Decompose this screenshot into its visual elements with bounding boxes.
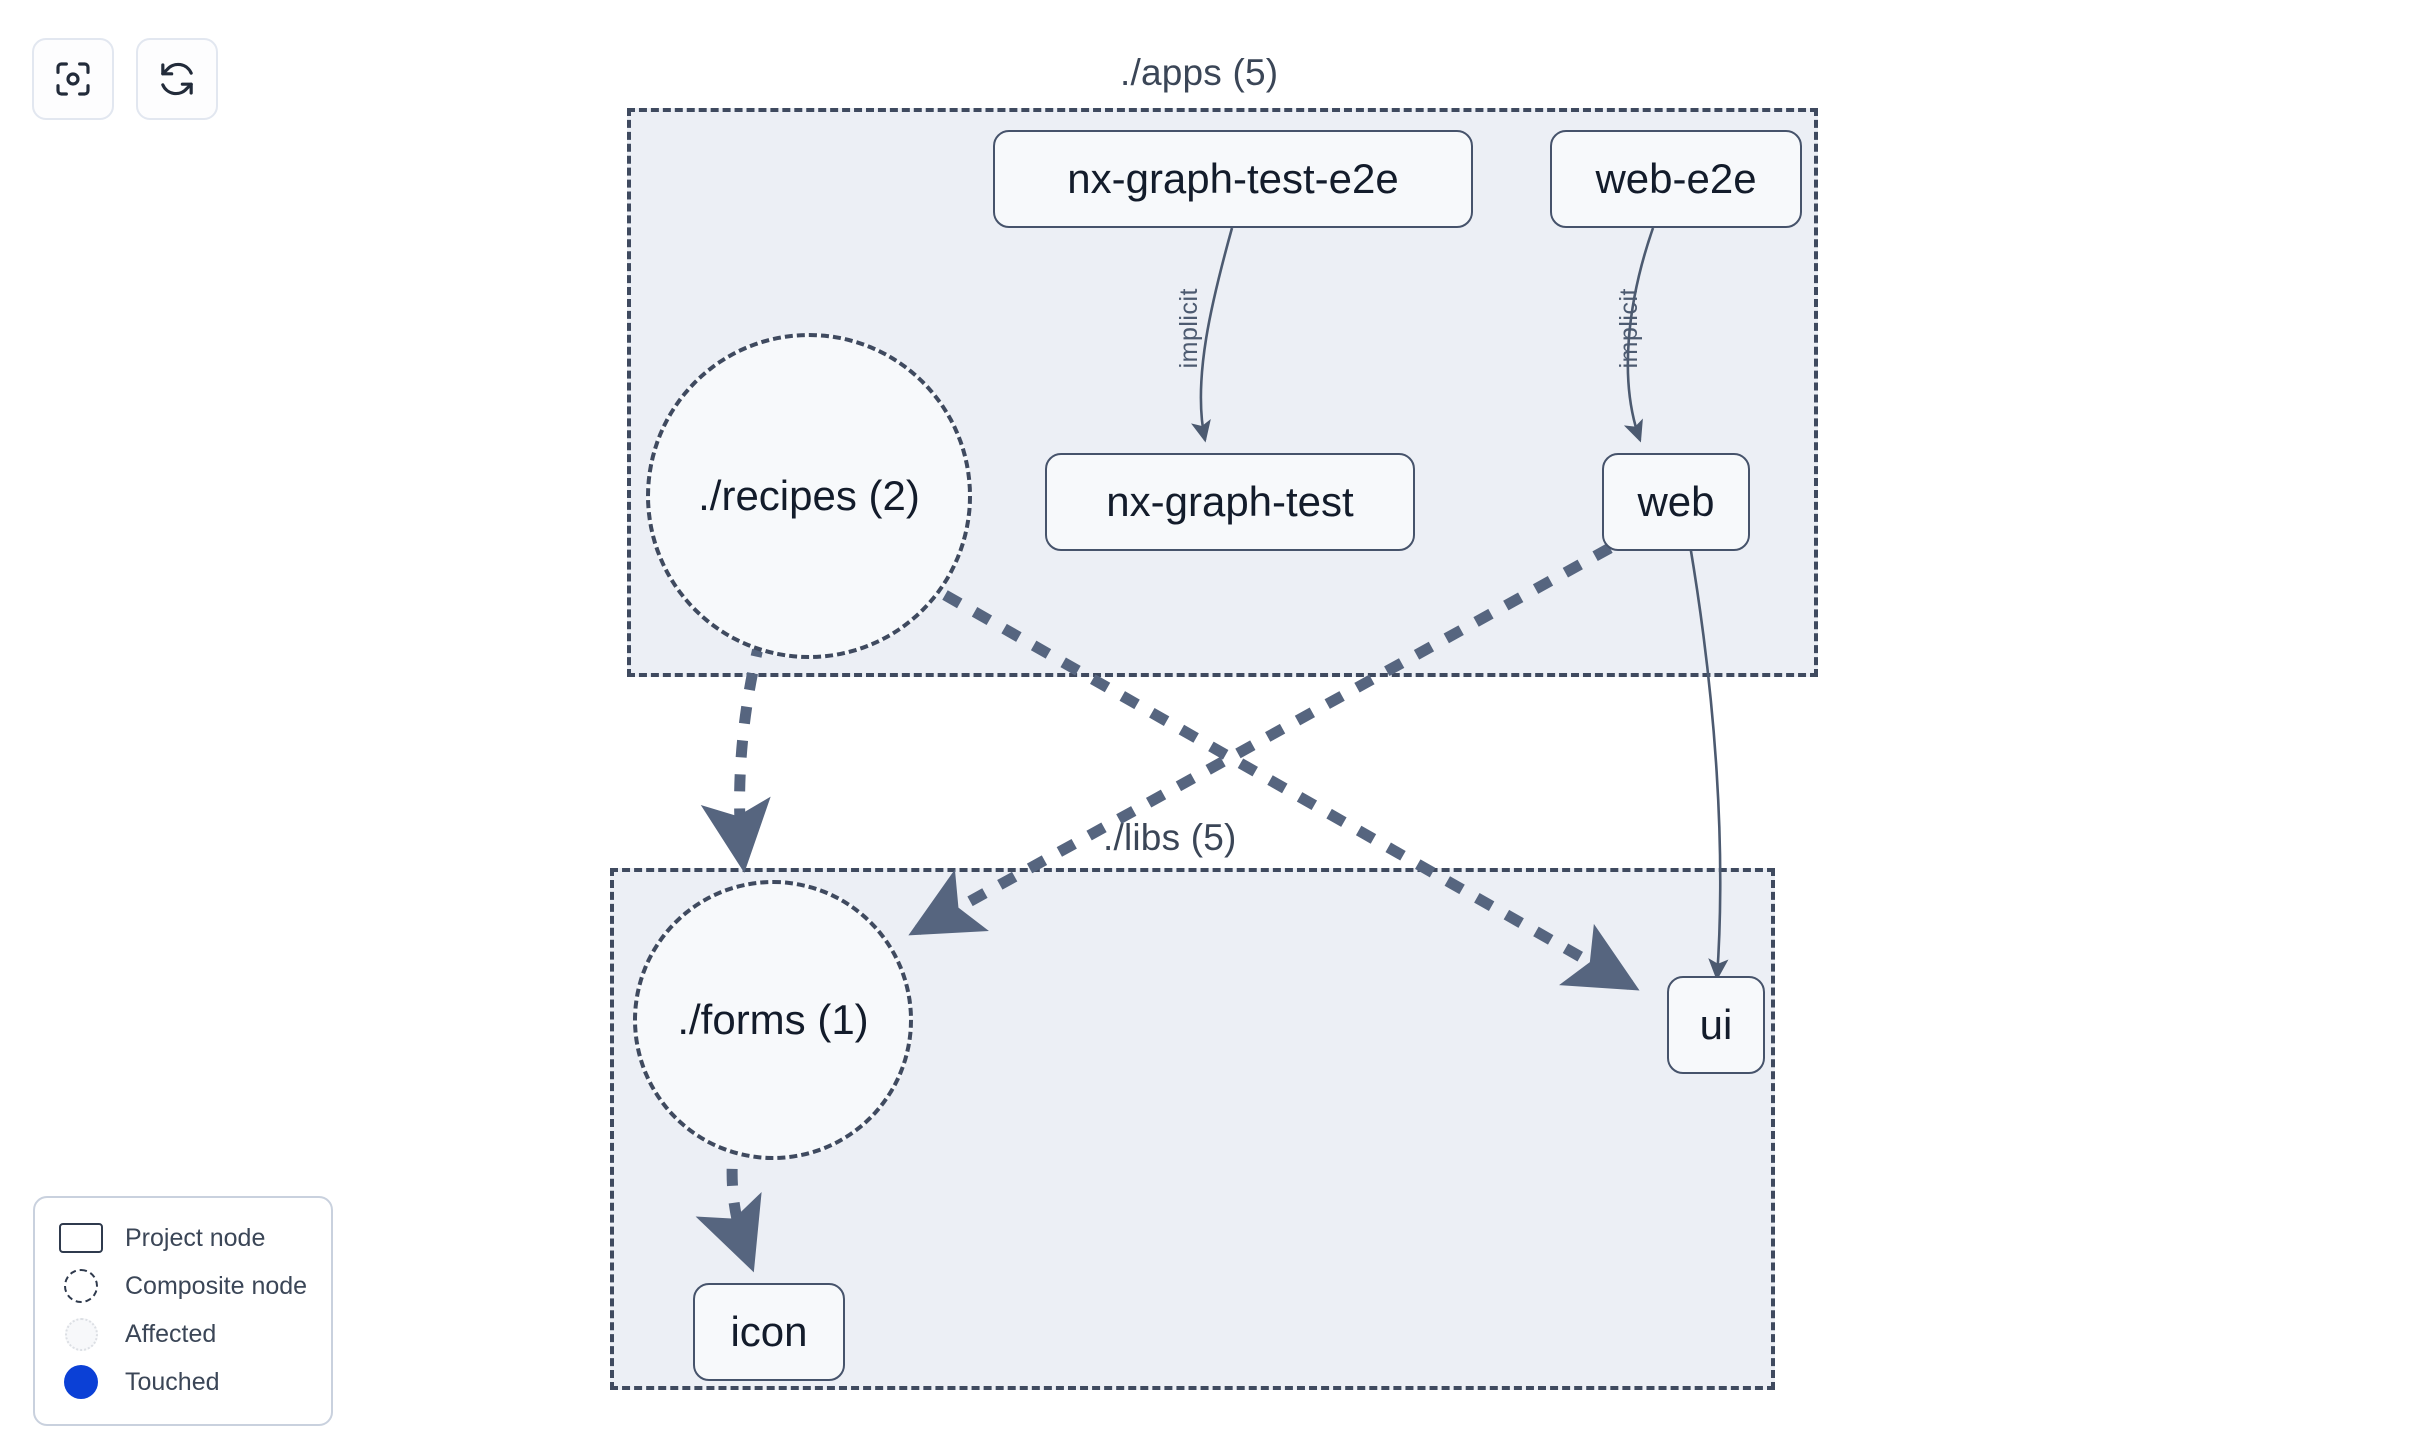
legend-item-label: Project node bbox=[125, 1223, 266, 1252]
group-label-apps: ./apps (5) bbox=[1110, 52, 1289, 94]
legend-item-touched: Touched bbox=[57, 1358, 313, 1406]
node-label: nx-graph-test bbox=[1106, 478, 1354, 525]
focus-target-icon bbox=[53, 59, 93, 99]
node-icon[interactable]: icon bbox=[693, 1283, 845, 1381]
edge-label-implicit-nx-graph-test: implicit bbox=[1175, 288, 1203, 369]
node-label: ./forms (1) bbox=[677, 996, 869, 1043]
graph-legend: Project node Composite node Affected Tou… bbox=[33, 1196, 333, 1426]
node-label: web-e2e bbox=[1595, 155, 1757, 202]
node-label: web bbox=[1637, 478, 1715, 525]
legend-item-label: Composite node bbox=[125, 1271, 308, 1300]
affected-swatch bbox=[57, 1317, 105, 1351]
legend-item-project-node: Project node bbox=[57, 1214, 313, 1262]
refresh-graph-button[interactable] bbox=[136, 38, 218, 120]
legend-item-label: Touched bbox=[125, 1367, 220, 1396]
refresh-icon bbox=[157, 59, 197, 99]
node-nx-graph-test[interactable]: nx-graph-test bbox=[1045, 453, 1415, 551]
legend-item-affected: Affected bbox=[57, 1310, 313, 1358]
node-label: ui bbox=[1699, 1001, 1733, 1048]
node-recipes[interactable]: ./recipes (2) bbox=[646, 333, 972, 659]
touched-swatch bbox=[57, 1365, 105, 1399]
edge-label-implicit-web: implicit bbox=[1615, 288, 1643, 369]
group-label-libs: ./libs (5) bbox=[1093, 817, 1247, 859]
composite-node-swatch bbox=[57, 1269, 105, 1303]
legend-item-composite-node: Composite node bbox=[57, 1262, 313, 1310]
graph-toolbar bbox=[32, 38, 218, 120]
node-label: ./recipes (2) bbox=[698, 472, 920, 519]
legend-item-label: Affected bbox=[125, 1319, 217, 1348]
focus-graph-button[interactable] bbox=[32, 38, 114, 120]
node-web[interactable]: web bbox=[1602, 453, 1750, 551]
project-node-swatch bbox=[57, 1223, 105, 1253]
node-ui[interactable]: ui bbox=[1667, 976, 1765, 1074]
node-nx-graph-test-e2e[interactable]: nx-graph-test-e2e bbox=[993, 130, 1473, 228]
node-label: icon bbox=[730, 1308, 808, 1355]
node-forms[interactable]: ./forms (1) bbox=[633, 880, 913, 1160]
node-label: nx-graph-test-e2e bbox=[1067, 155, 1399, 202]
node-web-e2e[interactable]: web-e2e bbox=[1550, 130, 1802, 228]
